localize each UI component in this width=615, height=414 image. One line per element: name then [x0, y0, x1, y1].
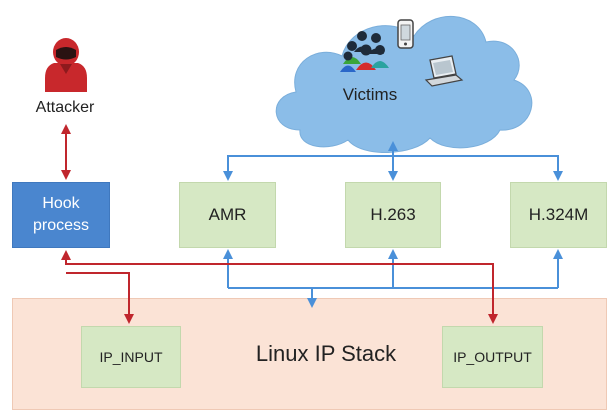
ip-output-box: IP_OUTPUT	[442, 326, 543, 388]
blue-cloud-links	[223, 141, 563, 181]
hook-process-box: Hook process	[12, 182, 110, 248]
h324m-label: H.324M	[528, 205, 589, 224]
h263-label: H.263	[370, 205, 416, 224]
hook-process-label-line1: Hook	[42, 195, 80, 212]
red-hook-links	[61, 250, 498, 324]
amr-box: AMR	[179, 182, 276, 248]
ip-input-label: IP_INPUT	[99, 349, 163, 365]
victims-label: Victims	[342, 85, 398, 104]
ip-input-box: IP_INPUT	[81, 326, 181, 388]
linux-ip-stack-label: Linux IP Stack	[255, 341, 397, 366]
blue-stack-links	[223, 249, 563, 308]
attacker-label: Attacker	[35, 99, 95, 116]
h324m-box: H.324M	[510, 182, 607, 248]
hook-process-label-line2: process	[32, 217, 90, 234]
ip-output-label: IP_OUTPUT	[453, 349, 532, 365]
amr-label: AMR	[208, 205, 247, 224]
h263-box: H.263	[345, 182, 441, 248]
